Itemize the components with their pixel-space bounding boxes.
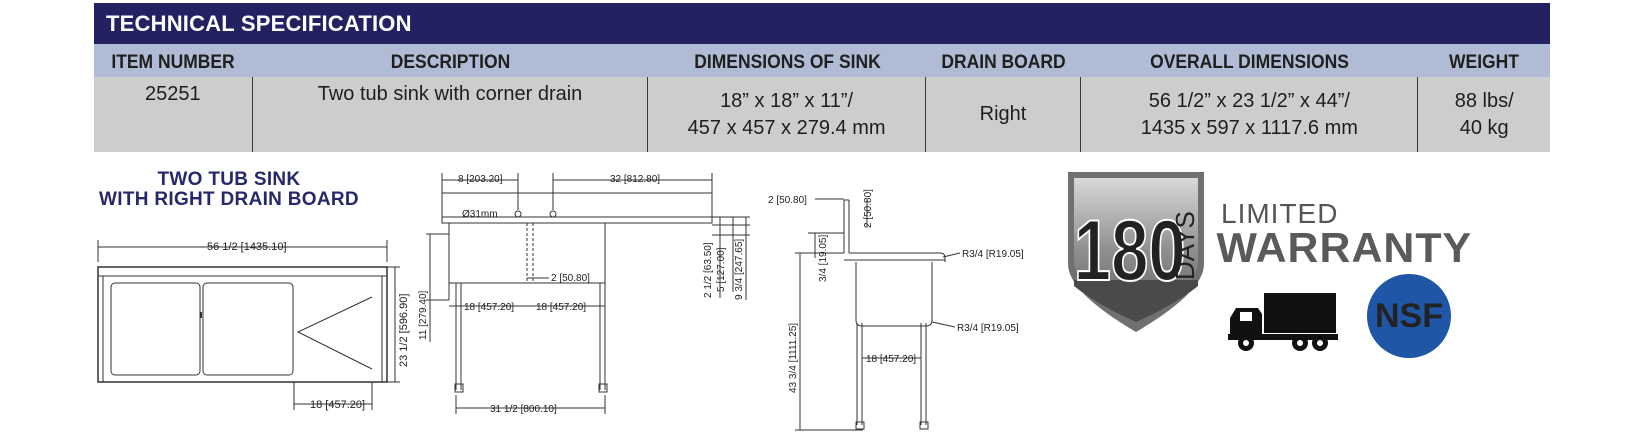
table-row: 25251 Two tub sink with corner drain 18”… [94, 77, 1550, 152]
warranty-days-number: 180 [1074, 203, 1186, 299]
weight-imperial: 88 lbs/ [1454, 89, 1514, 112]
sink-dims-imperial: 18” x 18” x 11”/ [720, 89, 854, 112]
dim-bowl-right: 18 [457.20] [536, 302, 586, 313]
dim-drain-diameter: Ø31mm [462, 209, 498, 220]
dim-a: 2 1/2 [63.50] [703, 242, 714, 298]
drawing-title-line-1: TWO TUB SINK [157, 169, 301, 190]
nsf-logo-icon: NSF [1367, 274, 1451, 358]
dim-board: 18 [457.20] [310, 399, 365, 411]
header-item-number: ITEM NUMBER [111, 52, 235, 73]
drawing-title-line-2: WITH RIGHT DRAIN BOARD [99, 189, 359, 210]
dim-c: 9 3/4 [247.65] [734, 239, 745, 300]
sink-dims-metric: 457 x 457 x 279.4 mm [687, 116, 886, 139]
cell-overall-dimensions: 56 1/2” x 23 1/2” x 44”/ 1435 x 597 x 11… [1080, 77, 1417, 152]
top-view-drawing [97, 240, 400, 410]
dim-divider: 2 [50.80] [551, 273, 590, 284]
dim-backsplash-height: 2 [50.80] [863, 189, 874, 228]
dim-b: 5 [127.00] [716, 247, 727, 292]
drawing-title: TWO TUB SINK WITH RIGHT DRAIN BOARD [84, 170, 374, 210]
cell-weight: 88 lbs/ 40 kg [1417, 77, 1550, 152]
side-view-drawing [795, 198, 961, 431]
dim-radius-top: R3/4 [R19.05] [962, 249, 1024, 260]
dim-backsplash-width: 2 [50.80] [768, 195, 807, 206]
dim-faucet-offset: 8 [203.20] [458, 174, 503, 185]
delivery-truck-icon [1228, 293, 1338, 351]
item-number-value: 25251 [144, 83, 201, 105]
weight-metric: 40 kg [1459, 116, 1509, 139]
table-header-row: ITEM NUMBER DESCRIPTION DIMENSIONS OF SI… [94, 44, 1550, 77]
dim-overall-width: 56 1/2 [1435.10] [207, 241, 287, 253]
dim-height: 43 3/4 [1111.25] [788, 323, 799, 393]
cell-item-number: 25251 [94, 77, 252, 152]
dim-faucet-span: 32 [812.80] [610, 174, 660, 185]
header-overall-dimensions: OVERALL DIMENSIONS [1150, 52, 1349, 73]
technical-specification-table: TECHNICAL SPECIFICATION ITEM NUMBER DESC… [94, 3, 1550, 152]
dim-leg-span: 31 1/2 [800.10] [490, 404, 557, 415]
description-value: Two tub sink with corner drain [317, 83, 583, 105]
drain-board-value: Right [979, 103, 1027, 125]
dim-bowl-depth: 11 [279.40] [418, 290, 429, 340]
front-view-drawing [426, 173, 750, 414]
dim-bowl-left: 18 [457.20] [464, 302, 514, 313]
header-drain-board: DRAIN BOARD [941, 52, 1066, 73]
dim-edge: 3/4 [19.05] [818, 235, 829, 282]
cell-sink-dimensions: 18” x 18” x 11”/ 457 x 457 x 279.4 mm [647, 77, 924, 152]
header-weight: WEIGHT [1449, 52, 1519, 73]
table-title: TECHNICAL SPECIFICATION [94, 3, 1550, 44]
overall-dims-metric: 1435 x 597 x 1117.6 mm [1140, 116, 1358, 139]
cell-drain-board: Right [924, 77, 1081, 152]
nsf-logo-text: NSF [1375, 297, 1443, 335]
header-description: DESCRIPTION [390, 52, 511, 73]
dim-radius-bottom: R3/4 [R19.05] [957, 323, 1019, 334]
warranty-days-word: DAYS [1170, 211, 1200, 280]
cell-description: Two tub sink with corner drain [251, 77, 648, 152]
overall-dims-imperial: 56 1/2” x 23 1/2” x 44”/ [1148, 89, 1350, 112]
header-dimensions-of-sink: DIMENSIONS OF SINK [694, 52, 881, 73]
dim-depth: 23 1/2 [596.90] [398, 294, 410, 367]
warranty-shield-icon: 180 DAYS [1068, 172, 1204, 332]
dim-bowl-width: 18 [457.20] [866, 354, 916, 365]
warranty-label: WARRANTY [1216, 224, 1473, 271]
warranty-limited-label: LIMITED [1221, 198, 1339, 229]
